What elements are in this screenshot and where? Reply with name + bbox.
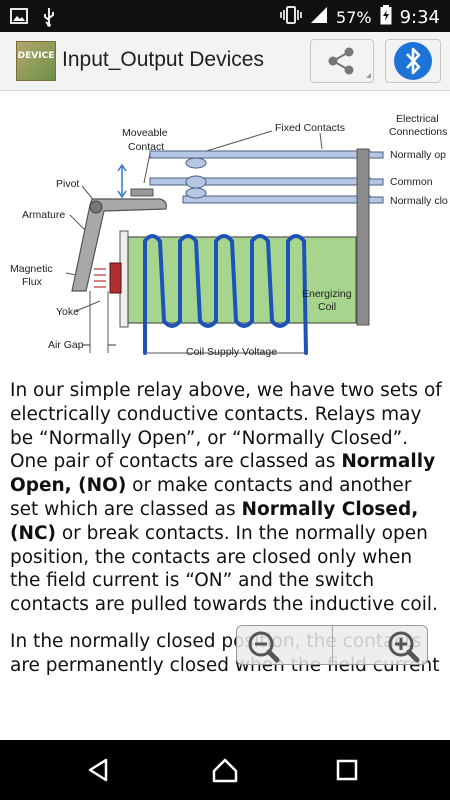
vibrate-icon	[280, 6, 302, 28]
home-icon	[212, 758, 238, 783]
app-title: Input_Output Devices	[62, 48, 264, 71]
label-flux: Flux	[22, 276, 43, 288]
usb-icon	[42, 7, 56, 31]
image-icon	[10, 7, 28, 31]
label-connections: Connections	[389, 126, 447, 138]
label-coil: Coil	[318, 301, 336, 313]
recents-icon	[336, 759, 358, 781]
app-bar: DEVICE Input_Output Devices	[0, 32, 450, 91]
label-energizing: Energizing	[302, 288, 352, 300]
bluetooth-icon	[394, 42, 432, 80]
label-moveable: Moveable	[122, 127, 168, 139]
zoom-out-button[interactable]	[237, 626, 332, 664]
label-coil-supply: Coil Supply Voltage	[186, 346, 277, 358]
article-text: In our simple relay above, we have two s…	[10, 379, 444, 678]
home-button[interactable]	[210, 755, 240, 785]
label-air-gap: Air Gap	[48, 339, 84, 351]
app-logo: DEVICE	[16, 41, 56, 81]
navigation-bar	[0, 740, 450, 800]
back-icon	[88, 758, 108, 782]
label-normally-open: Normally op	[390, 149, 446, 161]
share-button[interactable]	[310, 39, 374, 83]
back-button[interactable]	[84, 755, 114, 785]
share-icon	[328, 47, 371, 78]
signal-icon	[310, 6, 328, 28]
relay-diagram: Moveable Contact Fixed Contacts Electric…	[10, 113, 448, 358]
clock: 9:34	[399, 6, 440, 28]
zoom-in-icon	[388, 631, 420, 663]
paragraph-1: In our simple relay above, we have two s…	[10, 380, 442, 616]
label-yoke: Yoke	[56, 306, 79, 318]
zoom-controls	[236, 625, 428, 666]
status-bar: 57% 9:34	[0, 0, 450, 32]
label-common: Common	[390, 176, 433, 188]
battery-icon	[380, 5, 392, 29]
label-magnetic: Magnetic	[10, 263, 53, 275]
label-normally-closed: Normally clo	[390, 195, 448, 207]
zoom-in-button[interactable]	[333, 626, 428, 664]
zoom-out-icon	[248, 631, 280, 663]
label-armature: Armature	[22, 209, 65, 221]
label-electrical: Electrical	[396, 113, 439, 125]
content-area[interactable]: Moveable Contact Fixed Contacts Electric…	[0, 91, 450, 678]
battery-percent: 57%	[336, 7, 372, 27]
zoom-divider	[332, 626, 333, 666]
label-fixed-contacts: Fixed Contacts	[275, 122, 345, 134]
recents-button[interactable]	[332, 755, 362, 785]
label-pivot: Pivot	[56, 178, 79, 190]
bluetooth-button[interactable]	[385, 39, 441, 83]
label-contact: Contact	[128, 141, 164, 153]
